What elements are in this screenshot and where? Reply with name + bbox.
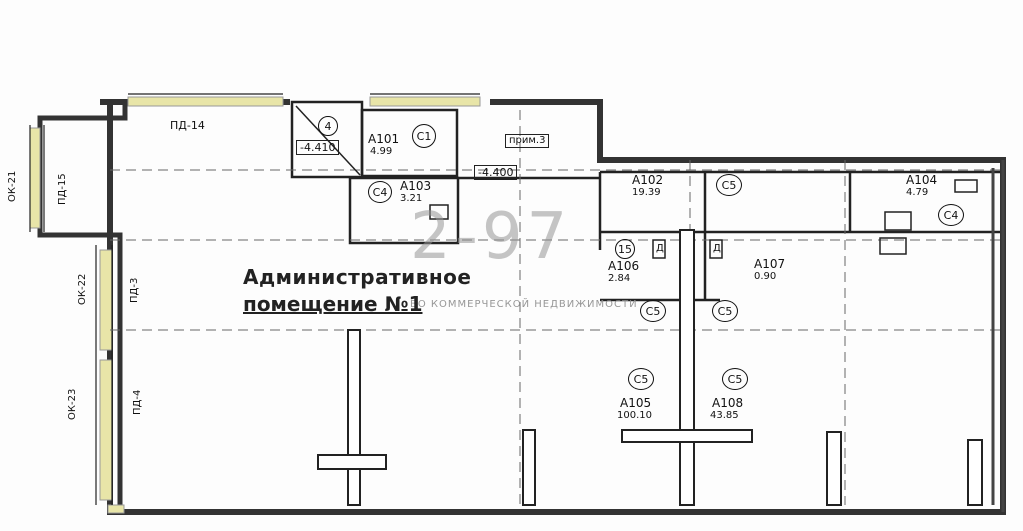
room-a108-code: А108 [712, 396, 744, 410]
room-a107-code: А107 [754, 257, 786, 271]
tag-c5-a: С5 [640, 300, 666, 322]
room-a106-code: А106 [608, 259, 640, 273]
room-a101-area: 4.99 [370, 146, 393, 157]
window-ok23 [99, 359, 113, 501]
window-pd14 [127, 96, 284, 107]
mark-ok23: ОК-23 [67, 388, 78, 420]
window-corner [107, 504, 125, 514]
room-a102-code: А102 [632, 173, 664, 187]
window-pd15 [29, 127, 41, 229]
watermark-text: ВО КОММЕРЧЕСКОЙ НЕДВИЖИМОСТИ [410, 299, 638, 310]
window-lines [29, 93, 480, 505]
mark-pd3: ПД-3 [129, 277, 140, 303]
door-mark-2: Д [713, 243, 721, 254]
room-a104-code: А104 [906, 173, 938, 187]
east-wall [991, 160, 1005, 512]
room-a105-area: 100.10 [617, 410, 652, 421]
columns [317, 229, 983, 506]
mark-ok22: ОК-22 [77, 273, 88, 305]
room-a106-tag: 15 [615, 239, 635, 259]
mark-pd4: ПД-4 [132, 389, 143, 415]
room-a101-code: А101 [368, 132, 400, 146]
grid-lines [110, 110, 1000, 505]
elevation-1: -4.410 [296, 140, 340, 155]
room-a104-area: 4.79 [906, 187, 929, 198]
room-a102-tag: С5 [716, 174, 742, 196]
tag-c5-b: С5 [712, 300, 738, 322]
mark-pd14: ПД-14 [170, 119, 205, 132]
room-a102-area: 19.39 [632, 187, 661, 198]
room-a101-tag: С1 [412, 124, 436, 148]
watermark-number: 2-97 [410, 200, 572, 274]
window-top-right [369, 96, 481, 107]
mark-pd15: ПД-15 [57, 173, 68, 205]
room-a106-area: 2.84 [608, 273, 631, 284]
room-a105-code: А105 [620, 396, 652, 410]
room-a103-code: А103 [400, 179, 432, 193]
room-a103-tag: С4 [368, 181, 392, 203]
mark-ok21: ОК-21 [7, 170, 18, 202]
stair-tag: 4 [318, 116, 338, 136]
room-a108-tag: С5 [722, 368, 748, 390]
room-a105-tag: С5 [628, 368, 654, 390]
room-a108-area: 43.85 [710, 410, 739, 421]
window-bands [29, 96, 481, 514]
room-a104-tag: С4 [938, 204, 964, 226]
room-a107-area: 0.90 [754, 271, 777, 282]
door-mark-1: Д [656, 243, 664, 254]
interior-walls [290, 100, 1000, 302]
note-prim: прим.3 [505, 134, 550, 148]
window-ok22 [99, 249, 113, 351]
elevation-2: -4.400 [474, 165, 518, 180]
plan-title-line1: Административное [243, 265, 472, 289]
plan-title-line2: помещение №1 [243, 292, 423, 316]
room-a103-area: 3.21 [400, 193, 423, 204]
